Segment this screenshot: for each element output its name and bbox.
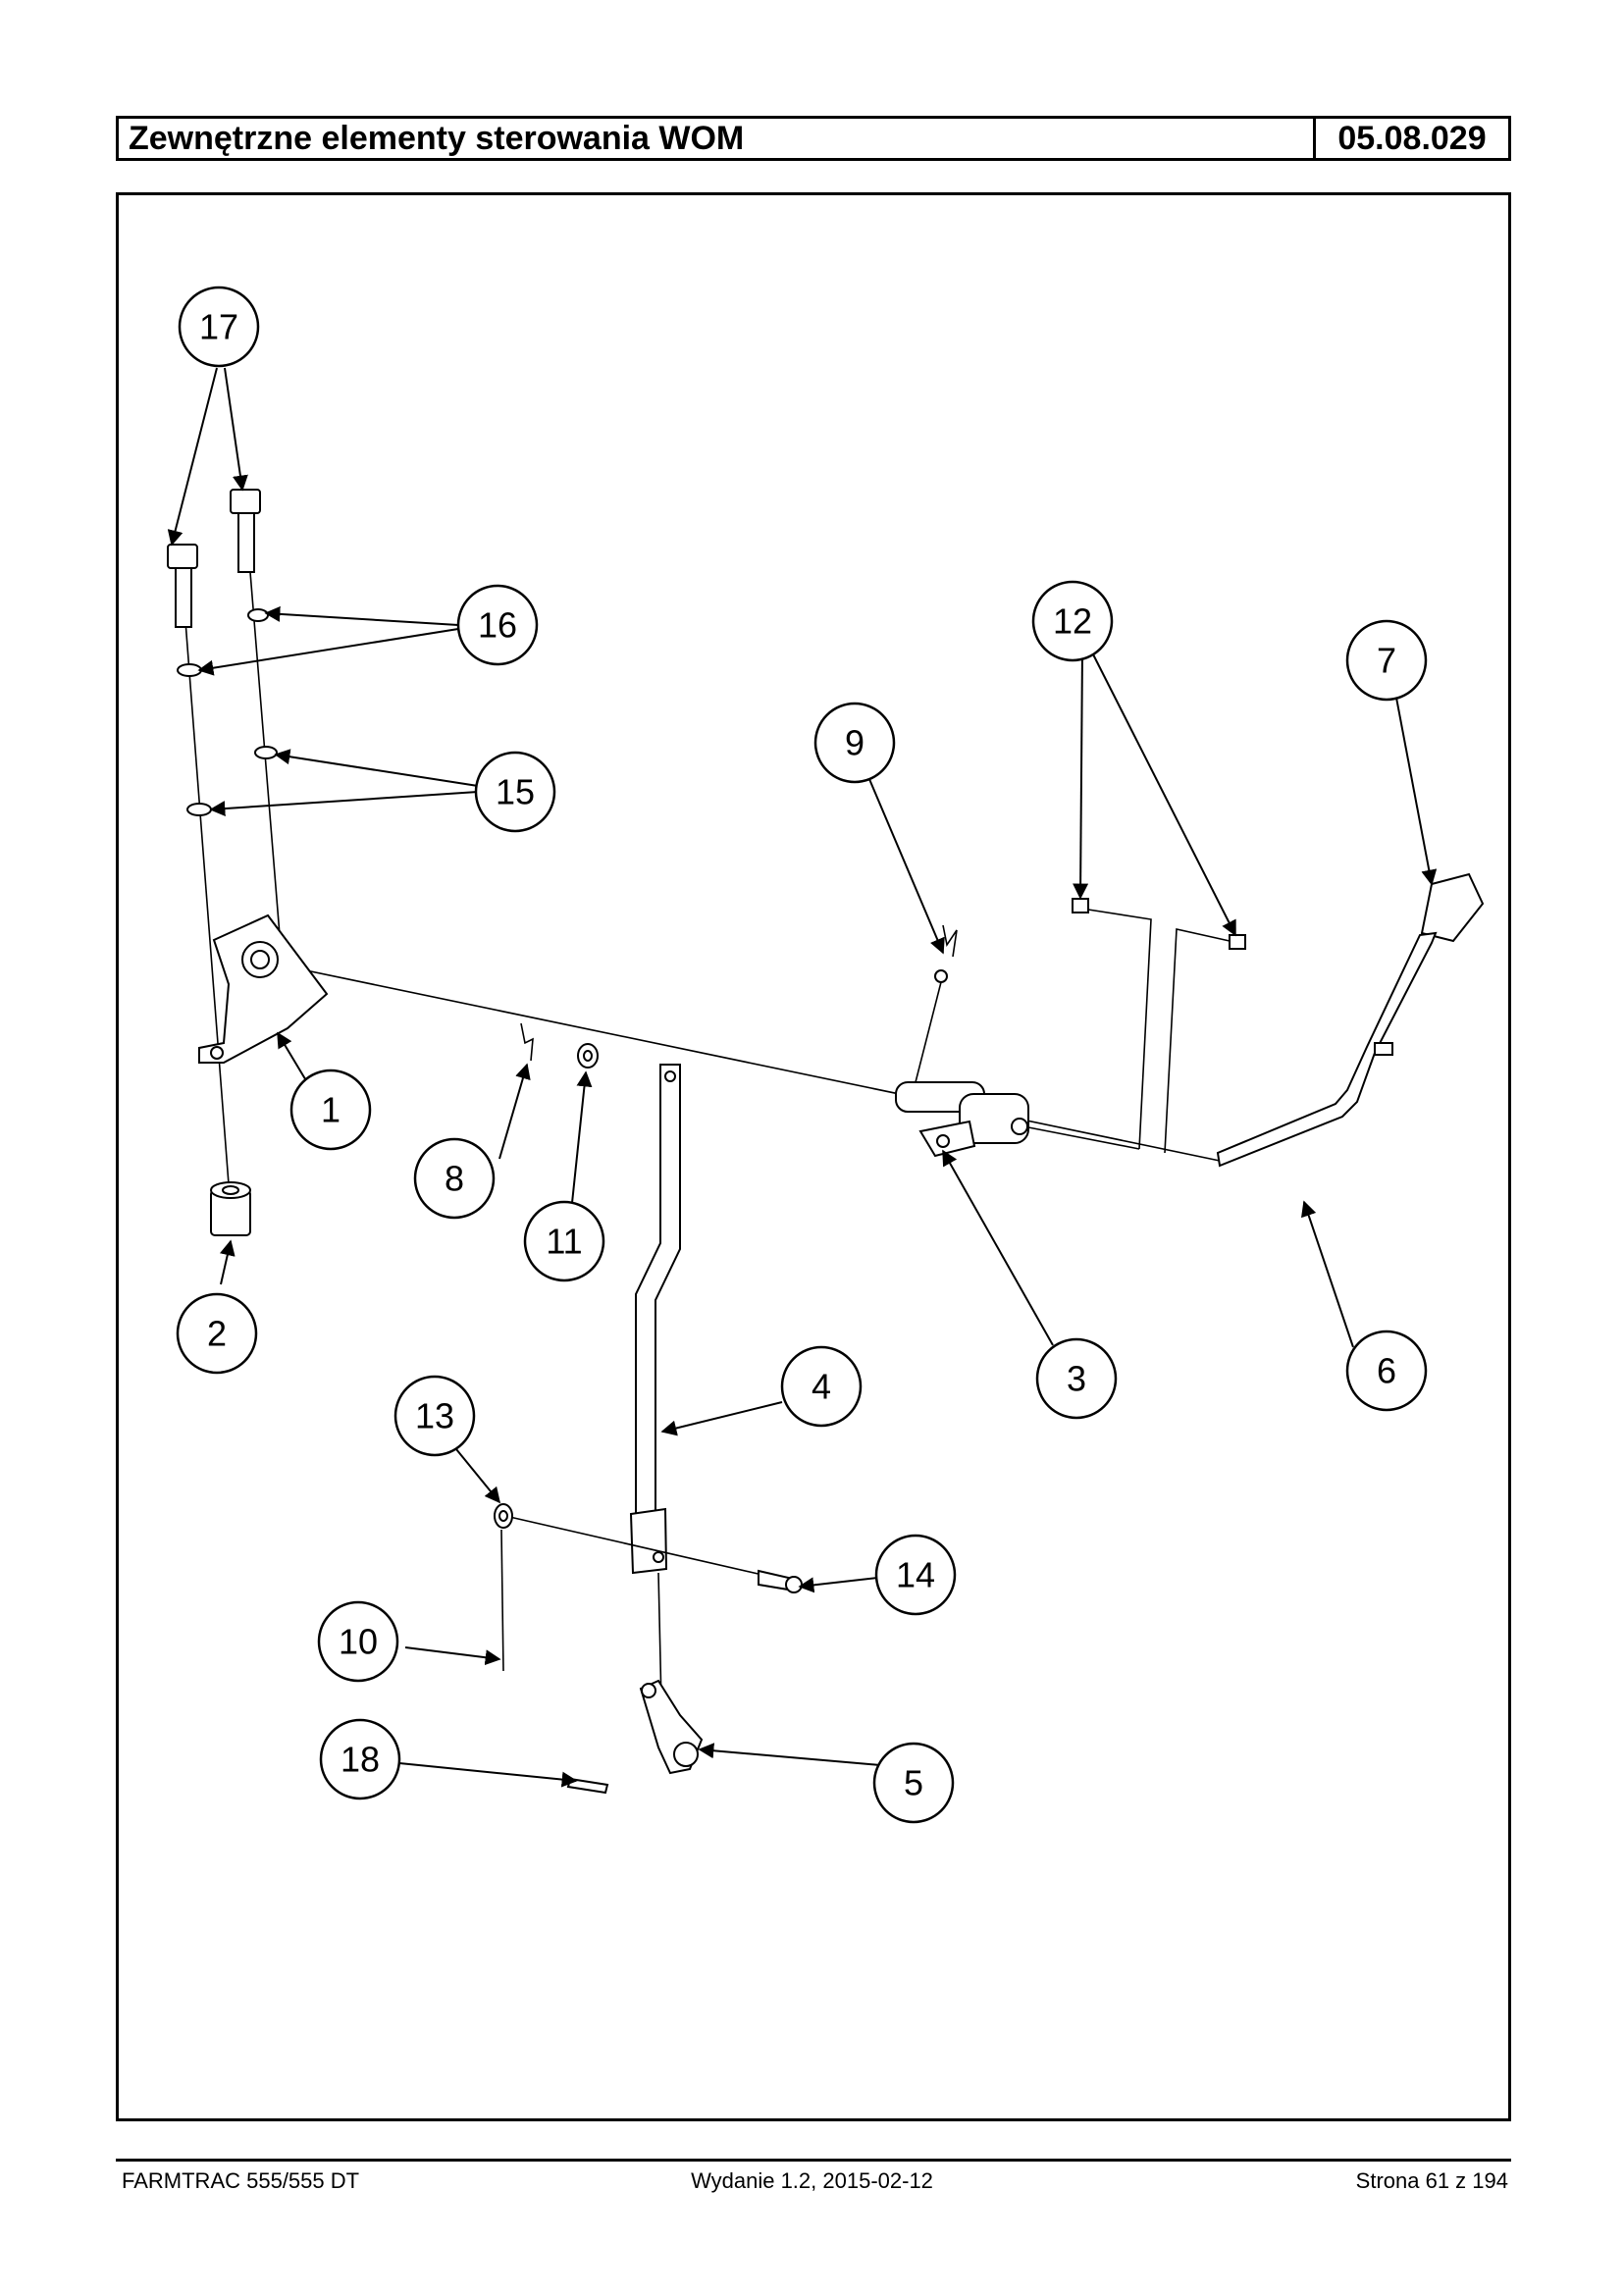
svg-text:1: 1	[321, 1090, 341, 1130]
callout-16: 16	[456, 584, 539, 666]
callout-13: 13	[393, 1375, 476, 1457]
svg-text:11: 11	[546, 1222, 582, 1262]
callout-15: 15	[474, 751, 556, 833]
svg-text:12: 12	[1053, 601, 1092, 642]
svg-text:4: 4	[812, 1367, 831, 1407]
knob-7	[1420, 872, 1485, 943]
lever-6	[1216, 931, 1438, 1168]
footer-page-number: Strona 61 z 194	[1355, 2168, 1508, 2193]
footer-divider	[116, 2159, 1511, 2162]
bolt-17a	[167, 544, 198, 628]
svg-text:17: 17	[199, 307, 238, 347]
svg-text:10: 10	[339, 1622, 378, 1662]
svg-text:15: 15	[496, 772, 535, 812]
arm-5	[639, 1679, 704, 1775]
clevis-3	[895, 1081, 1029, 1158]
spacer-2	[210, 1181, 251, 1236]
svg-text:16: 16	[478, 605, 517, 646]
bracket-1	[198, 913, 329, 1064]
svg-text:2: 2	[207, 1314, 227, 1354]
callout-6: 6	[1345, 1330, 1428, 1412]
callout-1: 1	[289, 1069, 372, 1151]
section-code: 05.08.029	[1337, 120, 1487, 157]
callout-14: 14	[874, 1534, 957, 1616]
svg-text:8: 8	[445, 1159, 464, 1199]
callout-17: 17	[178, 286, 260, 368]
svg-text:6: 6	[1377, 1351, 1396, 1391]
svg-text:5: 5	[904, 1763, 923, 1803]
page-title: Zewnętrzne elementy sterowania WOM	[119, 119, 1316, 158]
svg-text:18: 18	[341, 1740, 380, 1780]
svg-text:14: 14	[896, 1555, 935, 1595]
svg-text:13: 13	[415, 1396, 454, 1436]
link-4	[629, 1064, 681, 1575]
callout-7: 7	[1345, 619, 1428, 702]
callout-8: 8	[413, 1137, 496, 1220]
callout-5: 5	[872, 1742, 955, 1824]
svg-text:7: 7	[1377, 641, 1396, 681]
page-header: Zewnętrzne elementy sterowania WOM 05.08…	[116, 116, 1511, 161]
footer-model: FARMTRAC 555/555 DT	[122, 2168, 360, 2193]
callout-12: 12	[1031, 580, 1114, 662]
svg-text:9: 9	[845, 723, 864, 763]
callout-4: 4	[780, 1345, 863, 1428]
footer-edition: Wydanie 1.2, 2015-02-12	[691, 2168, 933, 2193]
bolt-17b	[230, 489, 261, 573]
callout-2: 2	[176, 1292, 258, 1375]
callout-18: 18	[319, 1718, 401, 1800]
callout-3: 3	[1035, 1337, 1118, 1420]
diagram-frame: 1 2 3 4 5 6 7 8 9 10 11 12 13 14 15 16 1…	[116, 192, 1511, 2121]
leader-lines	[167, 367, 1438, 1788]
svg-text:3: 3	[1067, 1359, 1086, 1399]
exploded-view-diagram: 1 2 3 4 5 6 7 8 9 10 11 12 13 14 15 16 1…	[167, 286, 1485, 1824]
callout-9: 9	[813, 702, 896, 784]
callout-10: 10	[317, 1600, 399, 1683]
parts-drawing	[167, 489, 1485, 1795]
callout-11: 11	[523, 1200, 605, 1282]
